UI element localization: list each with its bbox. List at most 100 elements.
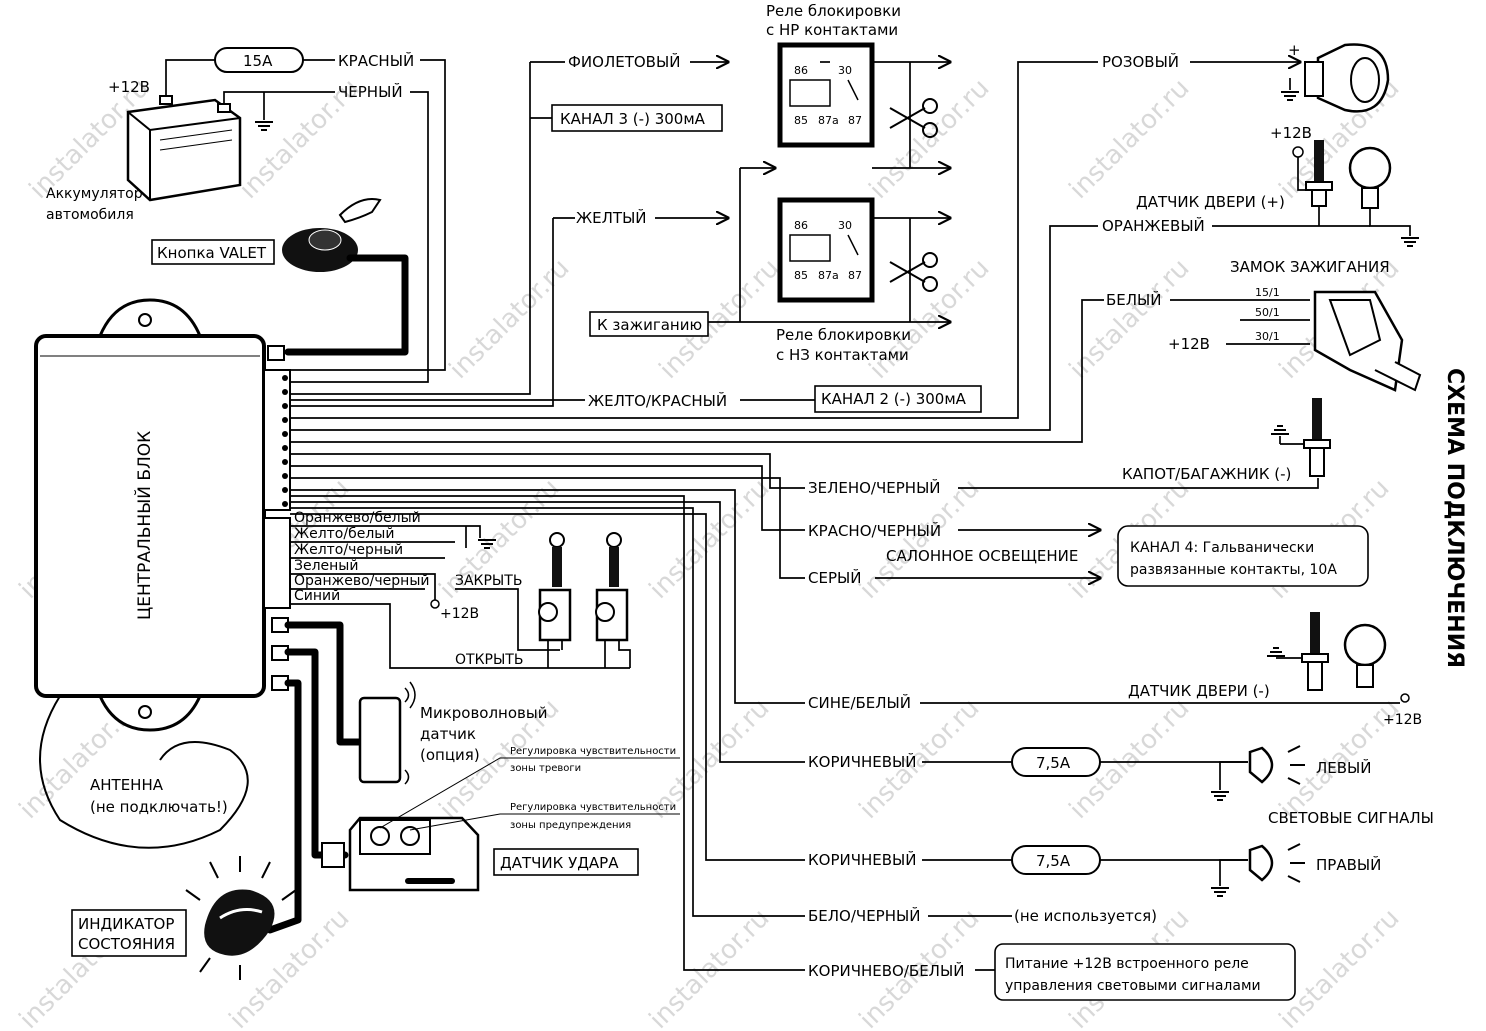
wire-pink-label: РОЗОВЫЙ bbox=[1102, 52, 1179, 71]
wire-brown-white-label: КОРИЧНЕВО/БЕЛЫЙ bbox=[808, 961, 964, 980]
wire-white-black-label: БЕЛО/ЧЕРНЫЙ bbox=[808, 906, 920, 925]
wire-yellow: ЖЕЛТЫЙ К зажиганию bbox=[290, 208, 740, 407]
bulb-icon bbox=[1343, 623, 1387, 688]
door-minus-plus12: +12В bbox=[1383, 712, 1422, 728]
turn-signals: КОРИЧНЕВЫЙ 7,5А ЛЕВЫЙ СВЕТОВЫЕ СИГНАЛЫ К… bbox=[290, 501, 1434, 897]
watermark: instalator.ru bbox=[444, 253, 576, 385]
wire-yellow-white-label: Желто/белый bbox=[294, 526, 394, 542]
wire-brown1-label: КОРИЧНЕВЫЙ bbox=[808, 752, 917, 771]
lock-plus12-label: +12В bbox=[440, 606, 479, 622]
relay-nc-pin-85: 85 bbox=[794, 269, 808, 282]
wire-red-label: КРАСНЫЙ bbox=[338, 51, 414, 70]
hood-label: КАПОТ/БАГАЖНИК (-) bbox=[1122, 465, 1291, 483]
microwave-line3: (опция) bbox=[420, 746, 480, 764]
battery: +12В Аккумулятор автомобиля 15A КРАСНЫЙ … bbox=[46, 47, 446, 383]
relay-nc-pin-30: 30 bbox=[838, 219, 852, 232]
central-unit-label: ЦЕНТРАЛЬНЫЙ БЛОК bbox=[133, 431, 155, 620]
relay-no-pin-30: 30 bbox=[838, 64, 852, 77]
microwave-sensor: Микроволновый датчик (опция) bbox=[284, 621, 547, 785]
close-label: ЗАКРЫТЬ bbox=[455, 573, 522, 589]
power-line2: управления световыми сигналами bbox=[1005, 978, 1261, 994]
hood-trunk-sensor: ЗЕЛЕНО/ЧЕРНЫЙ КАПОТ/БАГАЖНИК (-) bbox=[290, 398, 1331, 497]
adj2-line2: зоны предупреждения bbox=[510, 820, 631, 831]
relay-no-pin-87a: 87a bbox=[818, 114, 839, 127]
central-unit: ЦЕНТРАЛЬНЫЙ БЛОК bbox=[34, 298, 291, 732]
door-actuator-icon bbox=[538, 532, 572, 642]
watermark: instalator.ru bbox=[644, 903, 776, 1031]
wire-gray-label: СЕРЫЙ bbox=[808, 568, 861, 587]
channel2-label: КАНАЛ 2 (-) 300мА bbox=[821, 390, 967, 408]
bulb-icon bbox=[1348, 146, 1392, 209]
indicator-line2: СОСТОЯНИЯ bbox=[78, 935, 175, 953]
wire-blue-label: Синий bbox=[294, 588, 340, 604]
watermark: instalator.ru bbox=[864, 253, 996, 385]
microwave-line2: датчик bbox=[420, 725, 476, 743]
relay-nc-pin-86: 86 bbox=[794, 219, 808, 232]
siren-plus: + bbox=[1288, 41, 1301, 59]
relay-no-title-line1: Реле блокировки bbox=[766, 2, 901, 20]
relay-normally-open: Реле блокировки с НР контактами 86 30 85… bbox=[766, 2, 901, 148]
diagram-title: СХЕМА ПОДКЛЮЧЕНИЯ bbox=[1442, 368, 1467, 668]
watermark: instalator.ru bbox=[1064, 73, 1196, 205]
door-lock-wires: Оранжево/белый Желто/белый Желто/черный … bbox=[290, 510, 631, 669]
fuse1-label: 7,5А bbox=[1036, 754, 1071, 772]
wire-violet-label: ФИОЛЕТОВЫЙ bbox=[568, 52, 680, 71]
watermark: instalator.ru bbox=[644, 473, 776, 605]
relay-no-pin-85: 85 bbox=[794, 114, 808, 127]
wire-blue-white-label: СИНЕ/БЕЛЫЙ bbox=[808, 693, 911, 712]
interior-light: КРАСНО/ЧЕРНЫЙ САЛОННОЕ ОСВЕЩЕНИЕ СЕРЫЙ К… bbox=[290, 465, 1369, 587]
ignition-lock-icon bbox=[1313, 290, 1422, 392]
door-minus-label: ДАТЧИК ДВЕРИ (-) bbox=[1128, 682, 1270, 700]
relay-no-pin-86: 86 bbox=[794, 64, 808, 77]
relay-no-title-line2: с НР контактами bbox=[766, 21, 898, 39]
lock-12v-label: +12В bbox=[1168, 335, 1210, 353]
door-sensor-minus: СИНЕ/БЕЛЫЙ ДАТЧИК ДВЕРИ (-) +12В bbox=[290, 489, 1422, 728]
lamp-icon bbox=[1248, 843, 1305, 883]
fuse-15a-label: 15A bbox=[243, 52, 273, 70]
battery-label-line2: автомобиля bbox=[46, 207, 134, 223]
channel4-line1: КАНАЛ 4: Гальванически bbox=[1130, 540, 1314, 556]
left-label: ЛЕВЫЙ bbox=[1316, 758, 1372, 777]
status-indicator: ИНДИКАТОР СОСТОЯНИЯ bbox=[71, 679, 302, 980]
ignition-label: К зажиганию bbox=[597, 316, 702, 334]
shock-label: ДАТЧИК УДАРА bbox=[500, 854, 619, 872]
open-label: ОТКРЫТЬ bbox=[455, 652, 523, 668]
pin-15-label: 15/1 bbox=[1255, 286, 1280, 299]
adj1-line1: Регулировка чувствительности bbox=[510, 746, 676, 757]
adj1-line2: зоны тревоги bbox=[510, 763, 581, 774]
wire-orange: ОРАНЖЕВЫЙ bbox=[290, 216, 1370, 431]
pin-50-label: 50/1 bbox=[1255, 306, 1280, 319]
relay-no-pin-87: 87 bbox=[848, 114, 862, 127]
valet-label: Кнопка VALET bbox=[157, 244, 267, 262]
relay-nc-pin-87: 87 bbox=[848, 269, 862, 282]
adj2-line1: Регулировка чувствительности bbox=[510, 802, 676, 813]
channel3-label: КАНАЛ 3 (-) 300мА bbox=[560, 110, 706, 128]
door-plus-12v: +12В bbox=[1270, 124, 1312, 142]
microwave-line1: Микроволновый bbox=[420, 704, 547, 722]
door-sensor-plus-label: ДАТЧИК ДВЕРИ (+) bbox=[1136, 193, 1285, 211]
signals-label: СВЕТОВЫЕ СИГНАЛЫ bbox=[1268, 809, 1434, 827]
scissors-icon bbox=[889, 252, 938, 292]
power-line1: Питание +12В встроенного реле bbox=[1005, 956, 1249, 972]
valet-button[interactable]: Кнопка VALET bbox=[151, 198, 409, 356]
wire-brown2-label: КОРИЧНЕВЫЙ bbox=[808, 850, 917, 869]
unused-label: (не используется) bbox=[1014, 907, 1157, 925]
door-sensor-plus: +12В ДАТЧИК ДВЕРИ (+) bbox=[1136, 124, 1420, 247]
connector-pins bbox=[282, 375, 288, 507]
wire-black-label: ЧЕРНЫЙ bbox=[338, 82, 403, 101]
indicator-line1: ИНДИКАТОР bbox=[78, 915, 174, 933]
battery-plus-label: +12В bbox=[108, 78, 150, 96]
scissors-icon bbox=[889, 98, 938, 138]
wire-pink: РОЗОВЫЙ + bbox=[290, 41, 1390, 419]
channel4-line2: развязанные контакты, 10А bbox=[1130, 562, 1337, 578]
wire-orange-label: ОРАНЖЕВЫЙ bbox=[1102, 216, 1205, 235]
relay-nc-title-line2: с НЗ контактами bbox=[776, 346, 909, 364]
interior-light-label: САЛОННОЕ ОСВЕЩЕНИЕ bbox=[886, 547, 1078, 565]
siren-icon bbox=[1304, 43, 1390, 113]
wire-red-black-label: КРАСНО/ЧЕРНЫЙ bbox=[808, 521, 941, 540]
battery-label-line1: Аккумулятор bbox=[46, 186, 143, 202]
wire-white: ЗАМОК ЗАЖИГАНИЯ БЕЛЫЙ 15/1 50/1 30/1 +12… bbox=[290, 258, 1422, 443]
wire-yellow-black-label: Желто/черный bbox=[294, 542, 403, 558]
door-actuator-icon bbox=[595, 532, 629, 642]
